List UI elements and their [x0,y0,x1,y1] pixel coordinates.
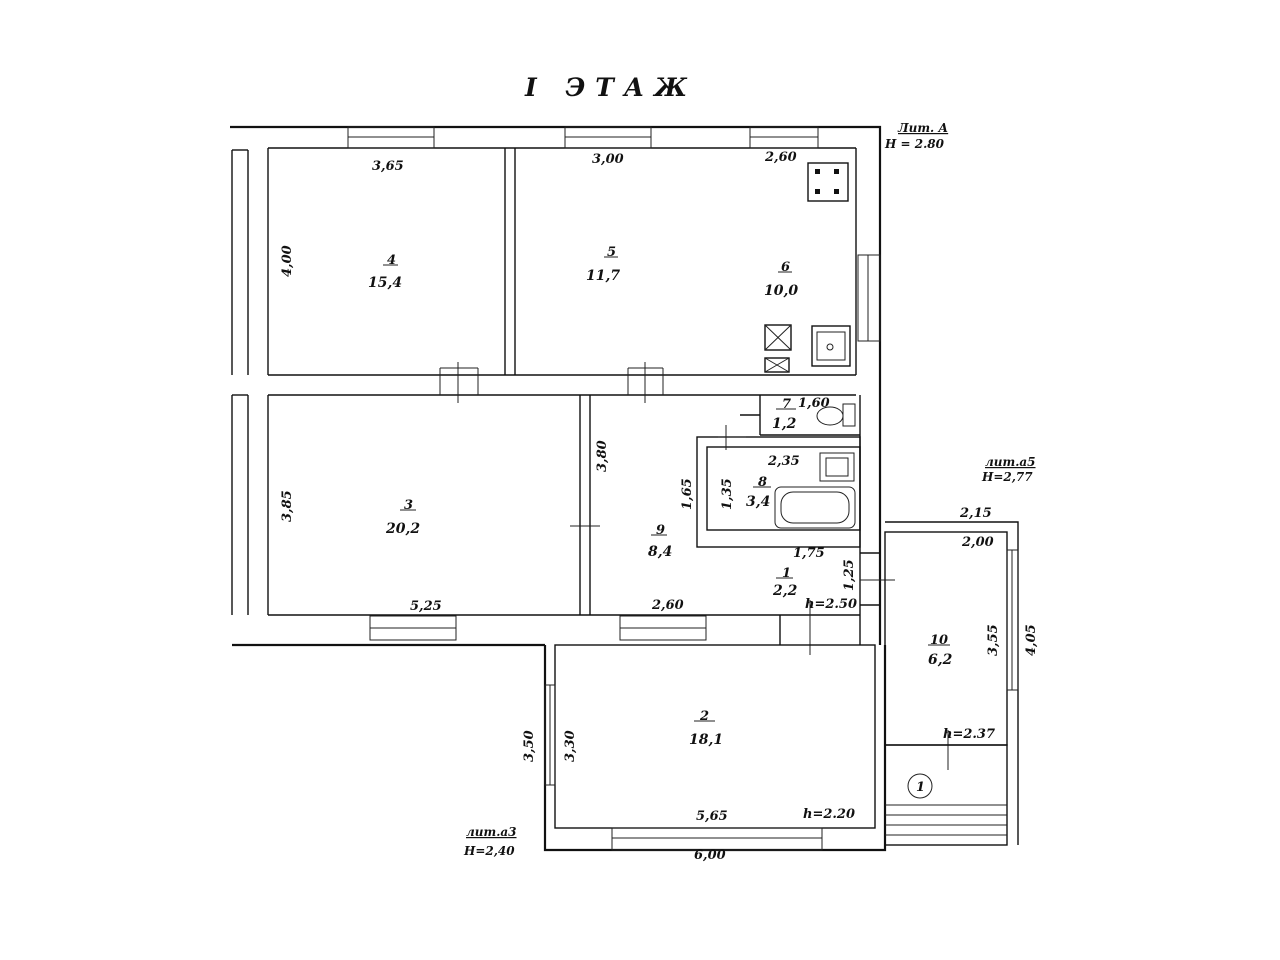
dim-label: 2,35 [767,454,800,469]
dim-label: 2,60 [651,598,684,613]
dim-label: 2,60 [764,150,797,165]
lit-a3-name: лит.а3 [466,825,517,839]
dim-label: h=2.20 [803,807,855,822]
room-10-area: 6,2 [928,652,953,668]
room-5-area: 11,7 [586,268,620,284]
lit-a-name: Лит. А [897,121,948,135]
room-9-number: 9 [656,523,665,538]
room-1-area: 2,2 [772,583,798,599]
dim-label: 1,65 [680,478,695,510]
room-2-area: 18,1 [689,732,723,748]
room-1-number: 1 [782,566,791,581]
dim-label: 4,00 [280,245,295,277]
dim-label: 1,60 [798,396,830,411]
floor-title: I ЭТАЖ [524,73,697,102]
dim-label: 1,75 [793,546,825,561]
dim-label: h=2.37 [943,727,995,742]
dim-label: 2,00 [961,535,994,550]
room-2-number: 2 [699,709,709,724]
porch-marker-icon [907,773,933,799]
dim-label: 3,00 [592,152,624,167]
room-6-area: 10,0 [764,283,798,299]
window [857,254,881,342]
outer-wall-main [230,125,882,645]
porch-mark: 1 [916,780,925,795]
bathtub-icon [774,486,856,529]
dim-label: 3,50 [522,730,537,762]
window [611,827,823,851]
dim-label: 3,55 [986,624,1001,656]
lit-a5-name: лит.а5 [985,455,1036,469]
room-5-number: 5 [607,245,616,260]
kitchen-sink-icon [811,325,851,367]
room-9-area: 8,4 [648,544,672,560]
sink-icon [819,452,855,482]
dim-label: 3,30 [563,730,578,762]
dim-label: 1,25 [842,559,857,591]
room-3-number: 3 [404,498,413,513]
lit-a5-height: H=2,77 [981,470,1033,484]
room-7-number: 7 [782,397,791,412]
room-8-area: 3,4 [746,494,770,510]
room-7-area: 1,2 [772,416,797,432]
dim-label: h=2.50 [805,597,857,612]
dim-label: 5,25 [410,599,442,614]
dim-label: 1,35 [720,478,735,510]
room-4-number: 4 [387,253,396,268]
room-6-number: 6 [781,260,790,275]
room-4-area: 15,4 [368,275,402,291]
room-8-number: 8 [758,475,767,490]
stove-icon [807,162,849,202]
dim-label: 3,85 [280,490,295,522]
dim-label: 2,15 [959,506,992,521]
lit-a3-height: H=2,40 [463,844,515,858]
dim-label: 6,00 [694,848,726,863]
outer-wall-a5 [885,521,1019,845]
lit-a-height: H = 2.80 [884,137,945,151]
dim-label: 3,80 [595,440,610,472]
dim-label: 4,05 [1024,624,1039,656]
dim-label: 5,65 [696,809,728,824]
room-10-number: 10 [930,633,948,648]
porch [884,744,1008,846]
room-3-area: 20,2 [385,521,420,537]
boiler-icon [764,324,792,351]
dim-label: 3,65 [372,159,404,174]
